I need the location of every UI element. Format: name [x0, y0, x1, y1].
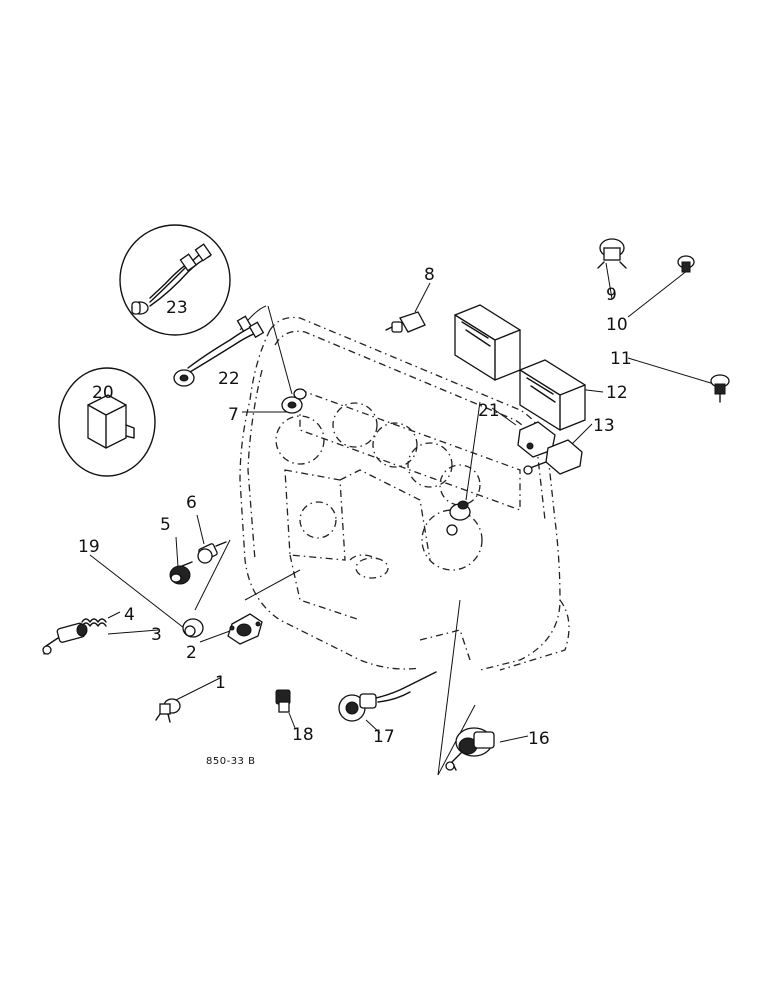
callout-22: 22 — [218, 369, 240, 389]
part-4-spring — [81, 618, 107, 627]
part-21-connector — [517, 421, 556, 458]
callout-23: 23 — [166, 298, 188, 318]
callout-20: 20 — [92, 383, 114, 403]
callout-6: 6 — [186, 493, 197, 513]
part-22-socket-harness — [173, 315, 265, 387]
part-5-lamp — [169, 561, 193, 585]
callout-12: 12 — [606, 383, 628, 403]
part-18-fitting — [275, 689, 291, 713]
callout-16: 16 — [528, 729, 550, 749]
part-1-sensor — [155, 698, 181, 723]
part-panel-switch — [446, 500, 471, 536]
part-19-cap — [182, 618, 204, 638]
callout-1: 1 — [215, 673, 226, 693]
callout-17: 17 — [373, 727, 395, 747]
part-9-switch — [597, 238, 627, 269]
callout-labels: 1 2 3 4 5 6 7 8 9 10 11 12 13 16 17 18 1… — [78, 265, 632, 749]
part-11-pressure-switch — [710, 374, 730, 403]
callout-21: 21 — [478, 401, 500, 421]
part-module-upper — [454, 304, 521, 381]
callout-4: 4 — [124, 605, 135, 625]
detail-circle-relay — [58, 367, 156, 477]
part-12-module — [519, 359, 586, 431]
part-2-switch — [227, 613, 263, 645]
part-13-switch — [523, 439, 583, 475]
part-8-gauge — [385, 311, 426, 333]
callout-5: 5 — [160, 515, 171, 535]
callout-11: 11 — [610, 349, 632, 369]
part-7-bulb-holder — [281, 388, 307, 414]
reference-code: 850-33 B — [206, 756, 255, 767]
panel-housing — [239, 316, 570, 671]
callout-9: 9 — [606, 285, 617, 305]
detail-circle-harness — [119, 224, 231, 336]
callout-8: 8 — [424, 265, 435, 285]
part-3-key-switch — [42, 622, 88, 655]
callout-13: 13 — [593, 416, 615, 436]
part-16-ignition-switch — [445, 727, 495, 771]
callout-10: 10 — [606, 315, 628, 335]
callout-2: 2 — [186, 643, 197, 663]
part-10-sender — [677, 255, 695, 273]
callout-19: 19 — [78, 537, 100, 557]
callout-18: 18 — [292, 725, 314, 745]
callout-3: 3 — [151, 625, 162, 645]
callout-7: 7 — [228, 405, 239, 425]
part-17-socket — [338, 671, 437, 722]
part-6-bulb-socket — [197, 541, 227, 564]
leader-lines — [89, 262, 715, 776]
